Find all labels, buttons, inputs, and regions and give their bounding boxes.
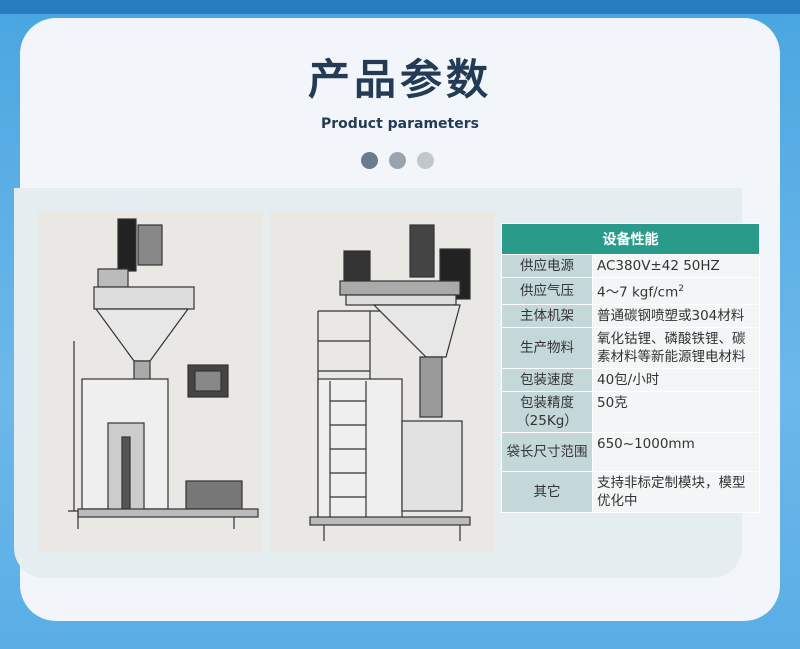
- spec-value: 40包/小时: [592, 367, 760, 392]
- top-band: [0, 0, 800, 26]
- machine-side-image: [270, 211, 495, 552]
- spec-key: 供应气压: [501, 277, 593, 305]
- table-row: 供应气压 4～7 kgf/cm2: [501, 277, 760, 305]
- dot-1: [361, 152, 378, 169]
- table-row: 袋长尺寸范围 650~1000mm: [501, 431, 760, 472]
- spec-value: 氧化钴锂、磷酸铁锂、碳素材料等新能源锂电材料: [592, 326, 760, 369]
- spec-key: 袋长尺寸范围: [501, 431, 593, 472]
- spec-key: 供应电源: [501, 254, 593, 278]
- spec-key: 包装精度（25Kg）: [501, 390, 593, 433]
- table-row: 包装速度 40包/小时: [501, 367, 760, 392]
- pagination-dots: [361, 152, 434, 169]
- page-title: 产品参数: [307, 55, 492, 104]
- spec-value: 650~1000mm: [592, 431, 760, 472]
- spec-key: 包装速度: [501, 367, 593, 392]
- spec-value: 支持非标定制模块，模型优化中: [592, 470, 760, 513]
- spec-value: 普通碳钢喷塑或304材料: [592, 303, 760, 328]
- spec-value: AC380V±42 50HZ: [592, 254, 760, 278]
- table-row: 生产物料 氧化钴锂、磷酸铁锂、碳素材料等新能源锂电材料: [501, 326, 760, 369]
- spec-key: 主体机架: [501, 303, 593, 328]
- spec-heading: 设备性能: [501, 223, 760, 255]
- dot-3: [417, 152, 434, 169]
- dot-2: [389, 152, 406, 169]
- spec-value: 50克: [592, 390, 760, 433]
- spec-key: 生产物料: [501, 326, 593, 369]
- spec-table: 设备性能 供应电源 AC380V±42 50HZ 供应气压 4～7 kgf/cm…: [501, 223, 760, 513]
- spec-key: 其它: [501, 470, 593, 513]
- machine-front-image: [38, 211, 263, 552]
- table-row: 主体机架 普通碳钢喷塑或304材料: [501, 303, 760, 328]
- spec-value-sup: 2: [678, 284, 684, 294]
- page-subtitle: Product parameters: [321, 116, 479, 132]
- table-row: 包装精度（25Kg） 50克: [501, 390, 760, 433]
- table-row: 其它 支持非标定制模块，模型优化中: [501, 470, 760, 513]
- spec-value-cell: 4～7 kgf/cm2: [592, 277, 760, 305]
- table-row: 供应电源 AC380V±42 50HZ: [501, 254, 760, 278]
- spec-value: 4～7 kgf/cm: [597, 284, 679, 301]
